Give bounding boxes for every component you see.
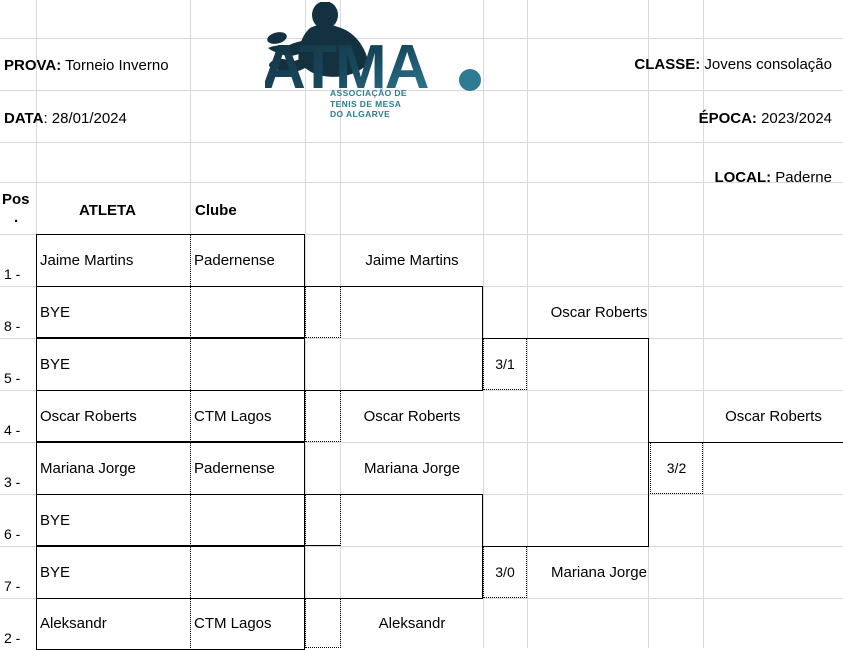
logo-subtitle-line2: TENIS DE MESA [330, 98, 402, 109]
r1-pair-inner-divider [36, 390, 305, 391]
gridline-h [0, 338, 843, 339]
r3-score: 3/0 [495, 564, 515, 580]
r1-athlete-name: BYE [40, 355, 71, 373]
local-label: LOCAL: [714, 169, 772, 186]
prova-value: Torneio Inverno [65, 57, 169, 74]
local-field: LOCAL: Paderne [714, 170, 832, 185]
champion-name: Oscar Roberts [725, 407, 822, 425]
final-score-box [650, 442, 703, 494]
r2-arm-bottom [305, 390, 483, 391]
gridline-v [527, 0, 528, 648]
final-score: 3/2 [666, 460, 687, 476]
r1-position: 1 - [4, 266, 21, 282]
epoca-label: ÉPOCA: [698, 110, 757, 127]
r1-athlete-club [194, 546, 304, 598]
r1-pair-inner-divider [36, 598, 305, 599]
gridline-h [0, 546, 843, 547]
r1-athlete-club [194, 494, 304, 546]
r2-winner-name: Aleksandr [378, 614, 446, 632]
r2-winner-name: Oscar Roberts [363, 407, 461, 425]
atma-logo: . ATMA [265, 2, 505, 124]
r1-position: 5 - [4, 370, 21, 386]
r1-position: 6 - [4, 526, 21, 542]
r2-connector [482, 494, 483, 599]
final-arm-bottom [483, 546, 649, 547]
gridline-h [0, 90, 843, 91]
r2-score-box [305, 494, 341, 546]
r2-arm-top [305, 286, 483, 287]
r2-arm-top [305, 494, 483, 495]
r2-winner-name: Mariana Jorge [364, 459, 460, 477]
r3-score-box [483, 546, 527, 598]
r3-winner-name: Oscar Roberts [550, 303, 648, 321]
data-field: DATA: 28/01/2024 [4, 111, 127, 126]
r1-athlete-name: Jaime Martins [40, 251, 134, 269]
epoca-field: ÉPOCA: 2023/2024 [699, 111, 832, 126]
r1-position: 8 - [4, 318, 21, 334]
gridline-h [0, 442, 843, 443]
column-header-pos: Pos [2, 191, 30, 208]
prova-label: PROVA: [4, 57, 62, 74]
column-header-atleta: ATLETA [79, 202, 136, 219]
data-value: 28/01/2024 [51, 110, 127, 127]
r1-athlete-name: Mariana Jorge [40, 459, 136, 477]
gridline-v [648, 0, 649, 648]
logo-subtitle: ASSOCIAÇÃO DE TENIS DE MESA DO ALGARVE [330, 88, 407, 120]
r1-athlete-club: Padernense [194, 251, 275, 269]
r1-pair-inner-divider [36, 286, 305, 287]
column-header-pos-dot: . [14, 209, 19, 226]
r1-athlete-name: Oscar Roberts [40, 407, 137, 425]
gridline-h [0, 142, 843, 143]
r1-position: 7 - [4, 578, 21, 594]
r2-score-box [305, 390, 341, 442]
r1-pair-inner-divider [36, 494, 305, 495]
logo-subtitle-line1: ASSOCIAÇÃO DE [330, 88, 407, 98]
r1-position: 4 - [4, 422, 21, 438]
r1-athlete-club: CTM Lagos [194, 407, 272, 425]
r3-winner-name: Mariana Jorge [551, 563, 647, 581]
r2-score-box-bottom [305, 545, 341, 546]
r2-connector [482, 286, 483, 391]
logo-subtitle-line3: DO ALGARVE [330, 109, 391, 119]
gridline-h [0, 182, 843, 183]
classe-value: Jovens consolação [704, 56, 832, 73]
r2-score-box [305, 598, 341, 648]
r1-athlete-name: BYE [40, 511, 71, 529]
r2-arm-bottom [305, 598, 483, 599]
r2-score-box [305, 286, 341, 338]
r1-athlete-name: BYE [40, 303, 71, 321]
r1-position: 3 - [4, 474, 21, 490]
column-header-clube: Clube [195, 202, 237, 219]
data-label: DATA [4, 110, 44, 127]
champion-line [648, 442, 843, 443]
r1-athlete-club [194, 338, 304, 390]
r1-athlete-club: Padernense [194, 459, 275, 477]
r1-athlete-club [194, 286, 304, 338]
prova-field: PROVA: Torneio Inverno [4, 58, 169, 73]
local-value: Paderne [775, 169, 832, 186]
r1-athlete-name: BYE [40, 563, 71, 581]
final-arm-top [483, 338, 649, 339]
classe-field: CLASSE: Jovens consolação [634, 57, 832, 72]
r3-score-box [483, 338, 527, 390]
r2-winner-name: Jaime Martins [365, 251, 459, 269]
r1-athlete-name: Aleksandr [40, 614, 107, 632]
gridline-v [483, 0, 484, 648]
r3-score: 3/1 [495, 356, 515, 372]
data-separator: : [43, 110, 52, 127]
epoca-value: 2023/2024 [761, 110, 832, 127]
r1-position: 2 - [4, 630, 21, 646]
r1-athlete-club: CTM Lagos [194, 614, 272, 632]
gridline-v [703, 0, 704, 648]
gridline-h [0, 38, 843, 39]
classe-label: CLASSE: [634, 56, 701, 73]
gridline-h [0, 234, 843, 235]
svg-text:ATMA: ATMA [265, 33, 429, 102]
